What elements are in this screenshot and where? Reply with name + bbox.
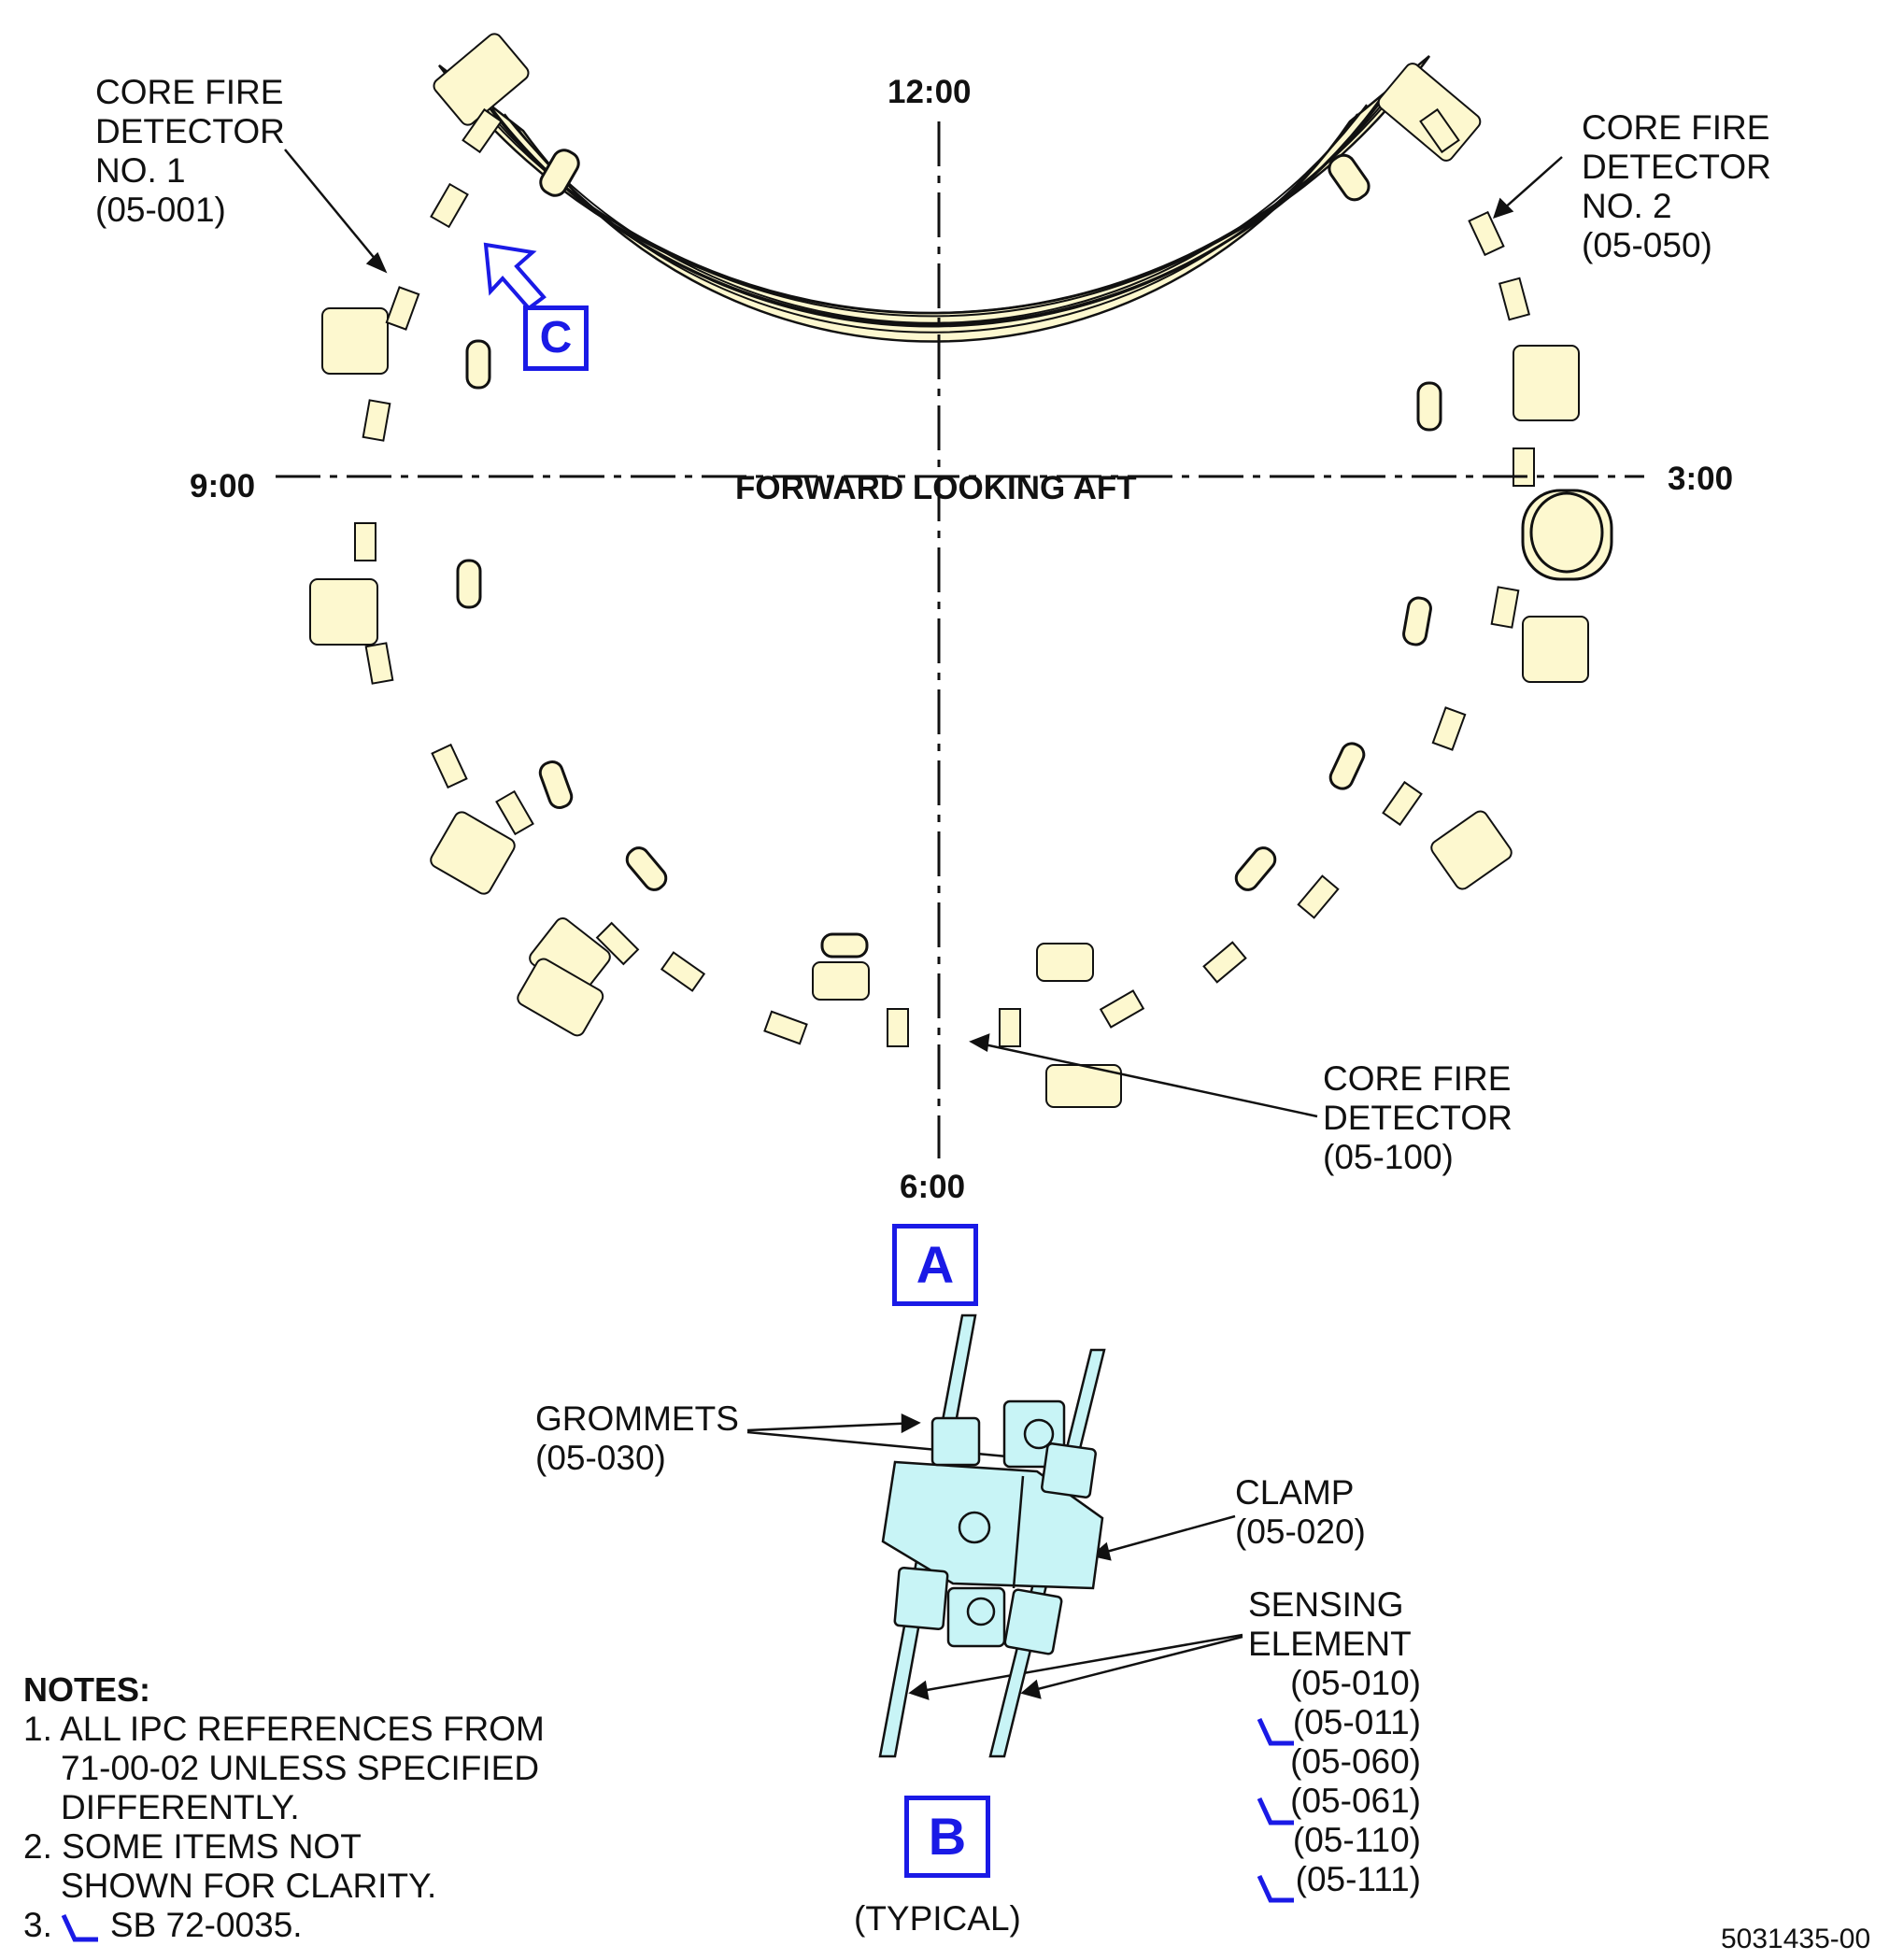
- ref-text: (05-010): [1290, 1664, 1421, 1702]
- view-tag-c[interactable]: C: [523, 305, 589, 371]
- sensing-ref: (05-061): [1248, 1782, 1421, 1821]
- ref-text: (05-110): [1292, 1821, 1421, 1859]
- callout-line: CORE FIRE: [95, 73, 284, 111]
- clamp-detail: [878, 1314, 1106, 1758]
- note-1-line: 1. ALL IPC REFERENCES FROM: [23, 1710, 545, 1748]
- callout-line: (05-001): [95, 191, 226, 229]
- notes-title: NOTES:: [23, 1670, 151, 1709]
- callout-line: CORE FIRE: [1582, 108, 1770, 147]
- callout-line: DETECTOR: [95, 112, 285, 150]
- callout-clamp: CLAMP (05-020): [1235, 1473, 1366, 1552]
- sensing-ref: (05-060): [1248, 1742, 1421, 1782]
- view-c-arrow: [483, 242, 547, 311]
- view-title: FORWARD LOOKING AFT: [735, 470, 1137, 506]
- wire-clips: [354, 107, 1535, 1047]
- note-1-line: 71-00-02 UNLESS SPECIFIED: [61, 1749, 540, 1787]
- sensing-ref: (05-010): [1248, 1664, 1421, 1703]
- centerlines: [276, 121, 1644, 1158]
- callout-line: DETECTOR: [1323, 1099, 1513, 1137]
- ring-brackets: [309, 33, 1589, 1108]
- callout-sensing-element: SENSING ELEMENT (05-010) (05-011) (05-06…: [1248, 1585, 1421, 1899]
- callout-line: (05-030): [535, 1439, 666, 1477]
- detector-wire: [484, 92, 1388, 328]
- note-2-line: 2. SOME ITEMS NOT: [23, 1827, 362, 1866]
- callout-detector-2: CORE FIRE DETECTOR NO. 2 (05-050): [1582, 108, 1771, 265]
- callout-line: (05-050): [1582, 226, 1712, 264]
- callout-detector-3: CORE FIRE DETECTOR (05-100): [1323, 1059, 1513, 1177]
- note-3-text: SB 72-0035.: [109, 1906, 303, 1944]
- sb-marker-icons: [61, 1717, 1294, 1942]
- view-tag-b[interactable]: B: [904, 1796, 990, 1878]
- clock-12: 12:00: [888, 74, 972, 110]
- callout-line: NO. 2: [1582, 187, 1672, 225]
- callout-grommets: GROMMETS (05-030): [535, 1399, 739, 1478]
- callout-line: ELEMENT: [1248, 1625, 1412, 1663]
- figure-id: 5031435-00: [1721, 1924, 1871, 1954]
- callout-line: NO. 1: [95, 151, 186, 190]
- callout-line: (05-100): [1323, 1138, 1454, 1176]
- typical-label: (TYPICAL): [854, 1899, 1021, 1938]
- ref-text: (05-060): [1290, 1742, 1421, 1781]
- callout-line: (05-020): [1235, 1513, 1366, 1551]
- callout-detector-1: CORE FIRE DETECTOR NO. 1 (05-001): [95, 73, 285, 230]
- note-1-line: DIFFERENTLY.: [61, 1788, 300, 1826]
- view-tag-a[interactable]: A: [892, 1224, 978, 1306]
- ring-ports: [456, 149, 1442, 959]
- clock-3: 3:00: [1668, 461, 1734, 497]
- callout-line: CORE FIRE: [1323, 1059, 1512, 1098]
- ring-boss: [1521, 489, 1613, 581]
- sensing-ref: (05-011): [1248, 1703, 1421, 1742]
- clock-9: 9:00: [190, 468, 256, 504]
- sensing-ref: (05-110): [1248, 1821, 1421, 1860]
- note-2-line: SHOWN FOR CLARITY.: [61, 1867, 437, 1905]
- callout-line: SENSING: [1248, 1585, 1404, 1624]
- callout-line: CLAMP: [1235, 1473, 1355, 1512]
- clock-6: 6:00: [900, 1169, 966, 1205]
- note-3-line: 3. SB 72-0035.: [23, 1906, 545, 1945]
- ref-text: (05-011): [1292, 1703, 1421, 1741]
- ref-text: (05-061): [1290, 1782, 1421, 1820]
- ref-text: (05-111): [1295, 1860, 1421, 1898]
- sensing-ref: (05-111): [1248, 1860, 1421, 1899]
- note-3-number: 3.: [23, 1906, 52, 1944]
- callout-line: GROMMETS: [535, 1399, 739, 1438]
- callout-line: DETECTOR: [1582, 148, 1771, 186]
- notes-block: NOTES: 1. ALL IPC REFERENCES FROM 71-00-…: [23, 1670, 545, 1945]
